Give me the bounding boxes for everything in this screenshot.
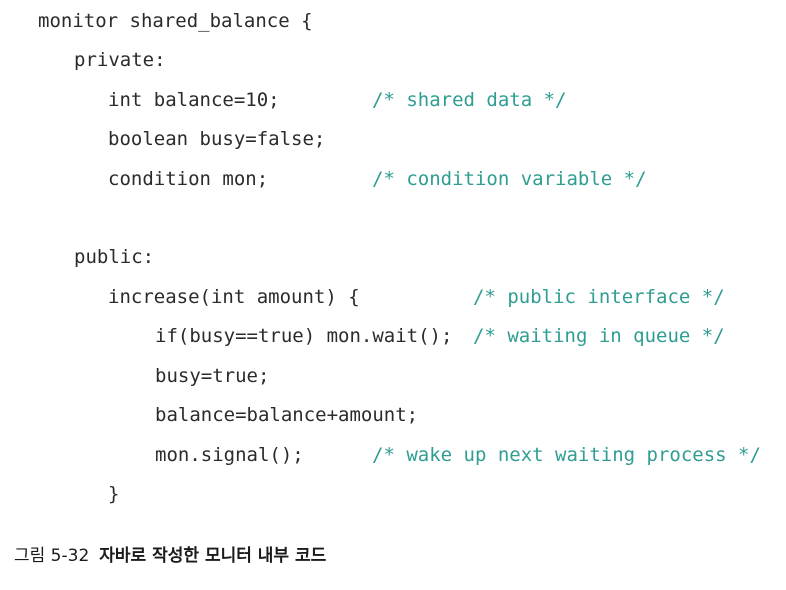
code-line-monitor-declaration: monitor shared_balance { [38,10,313,32]
code-line-public-label: public: [74,246,155,268]
figure-title: 자바로 작성한 모니터 내부 코드 [99,546,327,566]
code-line-signal: mon.signal(); [155,444,304,466]
code-line-condition-declaration: condition mon; [108,168,269,190]
code-line-wait-check: if(busy==true) mon.wait(); [155,325,453,347]
code-line-increase-method: increase(int amount) { [108,286,360,308]
code-comment-public-interface: /* public interface */ [473,286,725,308]
code-line-busy-declaration: boolean busy=false; [108,128,326,150]
code-line-closing-brace: } [108,483,120,505]
code-line-balance-declaration: int balance=10; [108,89,280,111]
code-line-private-label: private: [74,49,166,71]
figure-caption: 그림 5-32 자바로 작성한 모니터 내부 코드 [14,545,326,567]
code-line-set-busy: busy=true; [155,365,270,387]
code-comment-wake-up-next: /* wake up next waiting process */ [372,444,761,466]
code-listing: monitor shared_balance { private: int ba… [38,10,761,505]
code-comment-condition-variable: /* condition variable */ [372,168,647,190]
code-line-update-balance: balance=balance+amount; [155,404,419,426]
figure-number: 그림 5-32 [14,546,90,566]
code-comment-shared-data: /* shared data */ [372,89,567,111]
code-comment-waiting-in-queue: /* waiting in queue */ [473,325,725,347]
